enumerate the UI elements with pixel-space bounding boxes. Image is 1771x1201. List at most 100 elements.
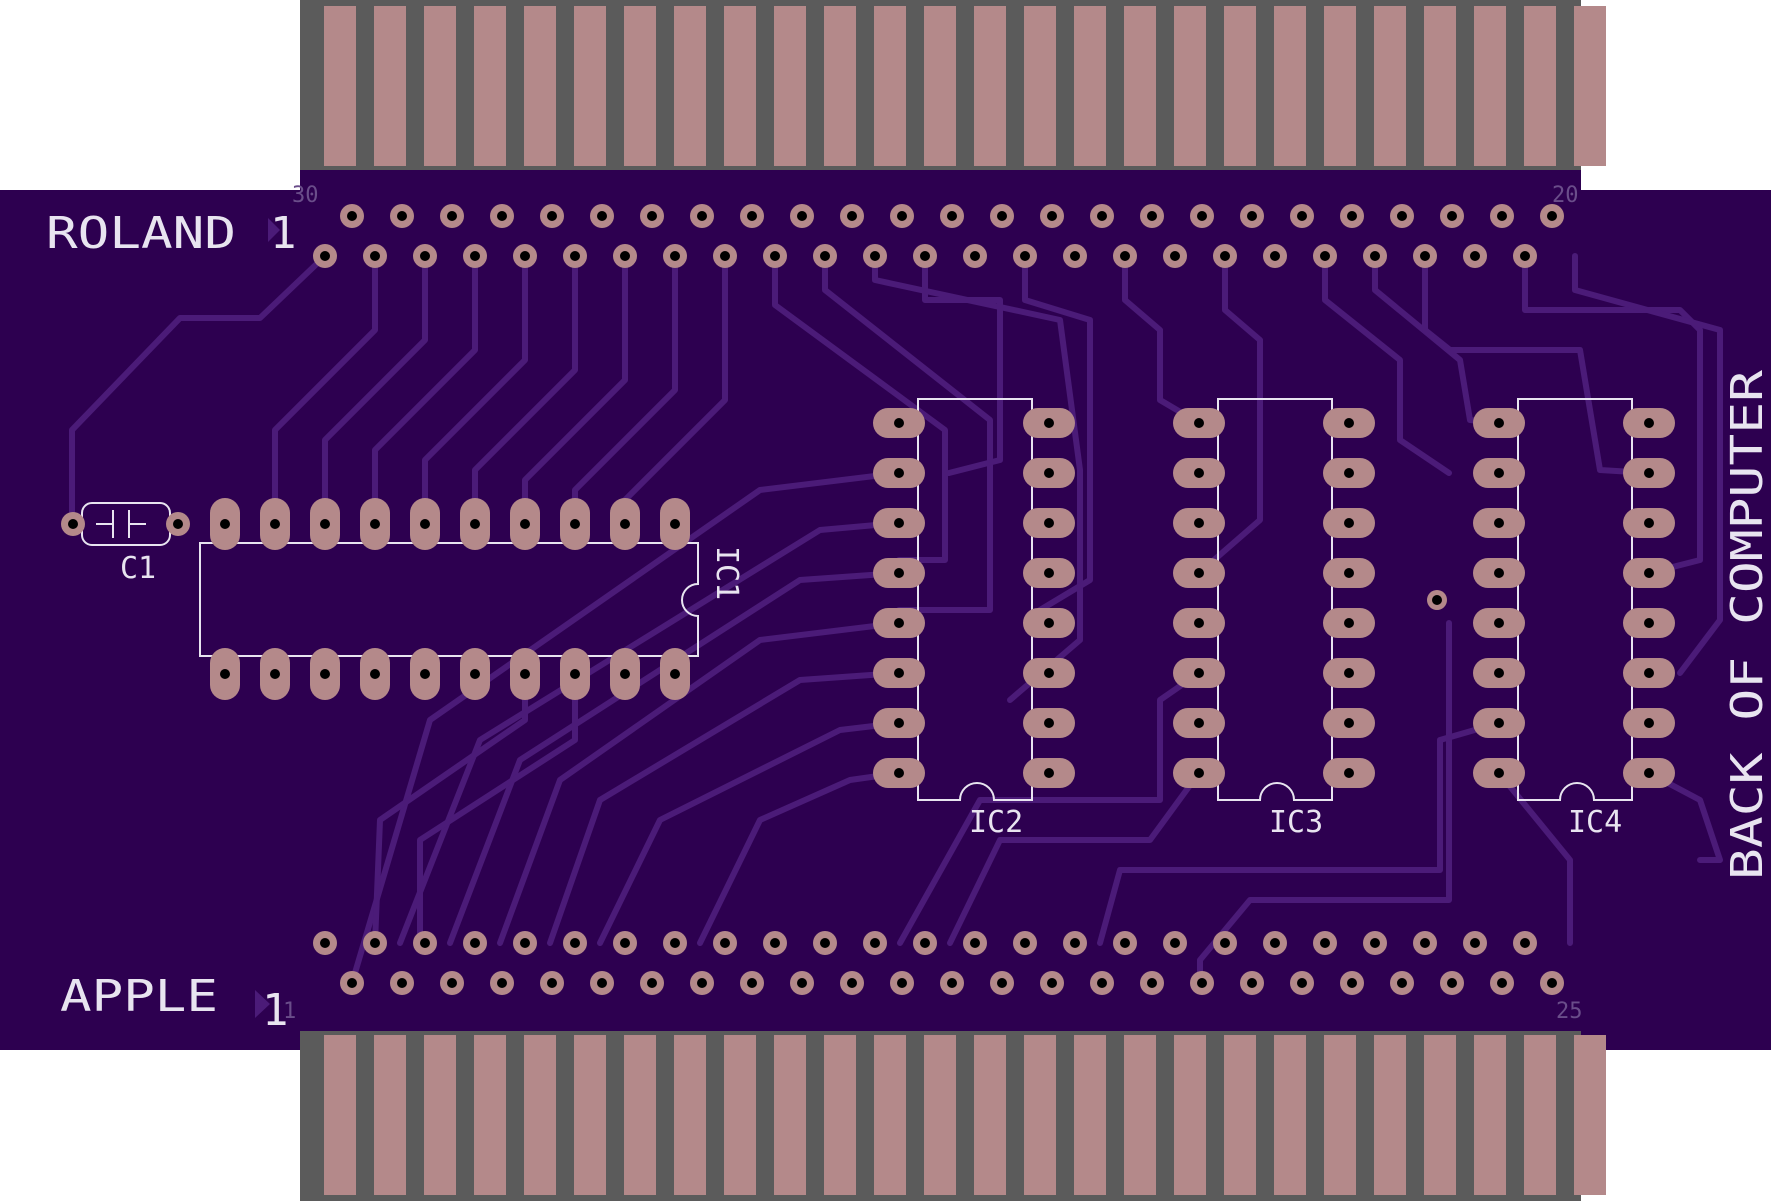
via-drill [547,978,557,988]
trace [772,253,948,563]
via-drill [647,211,657,221]
trace [1322,253,1452,476]
pad-drill [1494,668,1504,678]
pad-drill [370,669,380,679]
connector-finger [674,6,706,166]
pad-drill [1044,718,1054,728]
connector-finger [874,6,906,166]
via-drill [620,938,630,948]
pad-drill [894,768,904,778]
pad-drill [1194,418,1204,428]
via-drill [1397,978,1407,988]
connector-finger [1174,6,1206,166]
pad-drill [370,519,380,529]
via-drill [1020,938,1030,948]
connector-finger [1474,6,1506,166]
pad-drill [620,519,630,529]
via-drill [920,938,930,948]
trace [547,670,902,946]
ic2-outline [917,398,1033,801]
via-drill [1470,938,1480,948]
via-drill [997,211,1007,221]
trace [1422,253,1652,476]
top-right-pin-number: 20 [1552,183,1579,208]
trace [872,253,1083,703]
connector-finger [974,1035,1006,1195]
pad-drill [1044,668,1054,678]
pad-drill [1644,718,1654,728]
via-drill [847,211,857,221]
trace [597,720,902,946]
connector-finger [1024,6,1056,166]
via-drill [647,978,657,988]
via-drill [1520,938,1530,948]
via-drill [370,251,380,261]
via-drill [547,211,557,221]
connector-finger [924,6,956,166]
connector-finger [1524,1035,1556,1195]
c1-label: C1 [120,551,156,586]
ic3-outline [1217,398,1333,801]
via-drill [1120,251,1130,261]
trace [1197,620,1452,986]
trace [472,253,578,527]
pad-drill [270,519,280,529]
pad-drill [894,568,904,578]
via-drill [1097,978,1107,988]
pad-drill [1344,518,1354,528]
pad-drill [1494,568,1504,578]
pad-drill [894,668,904,678]
pad-drill [1494,718,1504,728]
via-drill [797,211,807,221]
via-drill [1447,211,1457,221]
via-drill [1147,978,1157,988]
via-drill [1047,978,1057,988]
via-drill [497,978,507,988]
pad-drill [1344,418,1354,428]
connector-finger [674,1035,706,1195]
pad-drill [1644,618,1654,628]
via-drill [970,251,980,261]
pad-drill [894,518,904,528]
via-drill [1320,251,1330,261]
pad-drill [1044,468,1054,478]
pad-drill [1494,518,1504,528]
pad-drill [1644,768,1654,778]
via-drill [1020,251,1030,261]
connector-finger [1324,1035,1356,1195]
connector-finger [624,1035,656,1195]
trace [947,770,1202,946]
test-via [1427,590,1447,610]
via-drill [1420,938,1430,948]
connector-finger [824,6,856,166]
via-drill [497,211,507,221]
connector-finger [874,1035,906,1195]
connector-finger [324,6,356,166]
via-drill [947,211,957,221]
connector-finger [1524,6,1556,166]
pad-drill [1494,418,1504,428]
connector-finger [474,6,506,166]
pad-drill [470,519,480,529]
trace [922,253,1003,476]
via-drill [970,938,980,948]
connector-finger [624,6,656,166]
via-drill [447,211,457,221]
via-drill [1220,251,1230,261]
via-drill [820,938,830,948]
pad-drill [1344,568,1354,578]
trace [897,670,1202,946]
via-drill [947,978,957,988]
pad-drill [1644,518,1654,528]
edge-connector-bottom [300,1031,1606,1201]
pad-drill [894,468,904,478]
via-drill [870,938,880,948]
via-drill [1047,211,1057,221]
trace [1122,253,1202,426]
via-drill [1497,211,1507,221]
via-drill [347,978,357,988]
via-drill [797,978,807,988]
pad-drill [1194,768,1204,778]
via-drill [520,938,530,948]
pad-drill [1644,418,1654,428]
